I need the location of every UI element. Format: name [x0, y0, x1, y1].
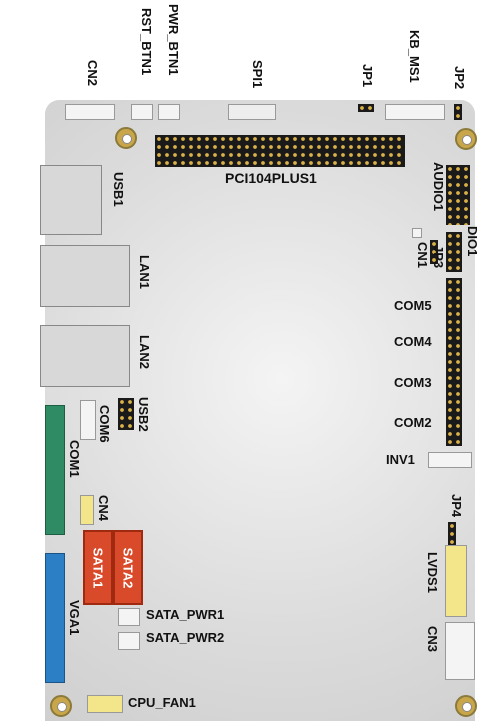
- jp3-jumper: [430, 240, 438, 264]
- dio1-label: DIO1: [465, 226, 480, 257]
- jp4-label: JP4: [449, 494, 464, 518]
- lan2-label: LAN2: [137, 335, 152, 369]
- cpu-fan1-connector: [87, 695, 123, 713]
- com1-label: COM1: [67, 440, 82, 478]
- sata1-label: SATA1: [90, 547, 106, 588]
- vga1-label: VGA1: [67, 600, 82, 636]
- jp1-jumper: [358, 104, 374, 112]
- sata2-label: SATA2: [120, 547, 136, 588]
- pci104plus1-label: PCI104PLUS1: [225, 170, 317, 186]
- rst-btn1-connector: [131, 104, 153, 120]
- mounting-hole: [50, 695, 72, 717]
- cn4-label: CN4: [96, 495, 111, 522]
- usb2-label: USB2: [136, 397, 151, 432]
- jp2-label: JP2: [452, 66, 467, 90]
- pwr-btn1-connector: [158, 104, 180, 120]
- vga1-connector: [45, 553, 65, 683]
- sata-pwr1-connector: [118, 608, 140, 626]
- com-headers: [446, 278, 462, 446]
- lvds1-connector: [445, 545, 467, 617]
- usb1-port: [40, 165, 102, 235]
- usb2-header: [118, 398, 134, 430]
- mounting-hole: [455, 128, 477, 150]
- cn2-label: CN2: [85, 60, 100, 87]
- inv1-label: INV1: [386, 452, 415, 467]
- com6-connector: [80, 400, 96, 440]
- lan1-port: [40, 245, 130, 307]
- com5-label: COM5: [394, 298, 432, 313]
- com4-label: COM4: [394, 334, 432, 349]
- mounting-hole: [115, 127, 137, 149]
- sata-pwr2-connector: [118, 632, 140, 650]
- spi1-label: SPI1: [250, 60, 265, 89]
- cpu-fan1-label: CPU_FAN1: [128, 695, 196, 710]
- circuit-board: [45, 100, 475, 721]
- cn3-label: CN3: [425, 626, 440, 653]
- cn1-label: CN1: [415, 242, 430, 269]
- rst-btn1-label: RST_BTN1: [139, 8, 154, 76]
- dio1-header: [446, 232, 462, 272]
- cn2-connector: [65, 104, 115, 120]
- com3-label: COM3: [394, 375, 432, 390]
- cn4-connector: [80, 495, 94, 525]
- sata2-connector: SATA2: [113, 530, 143, 605]
- jp3-label: JP3: [431, 245, 446, 269]
- lan2-port: [40, 325, 130, 387]
- lvds1-label: LVDS1: [425, 552, 440, 593]
- sata1-connector: SATA1: [83, 530, 113, 605]
- usb1-label: USB1: [111, 172, 126, 207]
- lan1-label: LAN1: [137, 255, 152, 289]
- mounting-hole: [455, 695, 477, 717]
- audio1-header: [446, 165, 470, 225]
- sata-pwr2-label: SATA_PWR2: [146, 630, 225, 645]
- cn1-connector: [412, 228, 422, 238]
- inv1-connector: [428, 452, 472, 468]
- spi1-connector: [228, 104, 276, 120]
- pci104plus1-header: [155, 135, 405, 167]
- pwr-btn1-label: PWR_BTN1: [166, 4, 181, 76]
- jp4-jumper: [448, 522, 456, 546]
- jp2-jumper: [454, 104, 462, 120]
- kb-ms1-label: KB_MS1: [407, 30, 422, 83]
- com6-label: COM6: [97, 405, 112, 443]
- com2-label: COM2: [394, 415, 432, 430]
- kb-ms1-connector: [385, 104, 445, 120]
- audio1-label: AUDIO1: [431, 162, 446, 212]
- jp1-label: JP1: [360, 64, 375, 88]
- com1-connector: [45, 405, 65, 535]
- sata-pwr1-label: SATA_PWR1: [146, 607, 225, 622]
- cn3-connector: [445, 622, 475, 680]
